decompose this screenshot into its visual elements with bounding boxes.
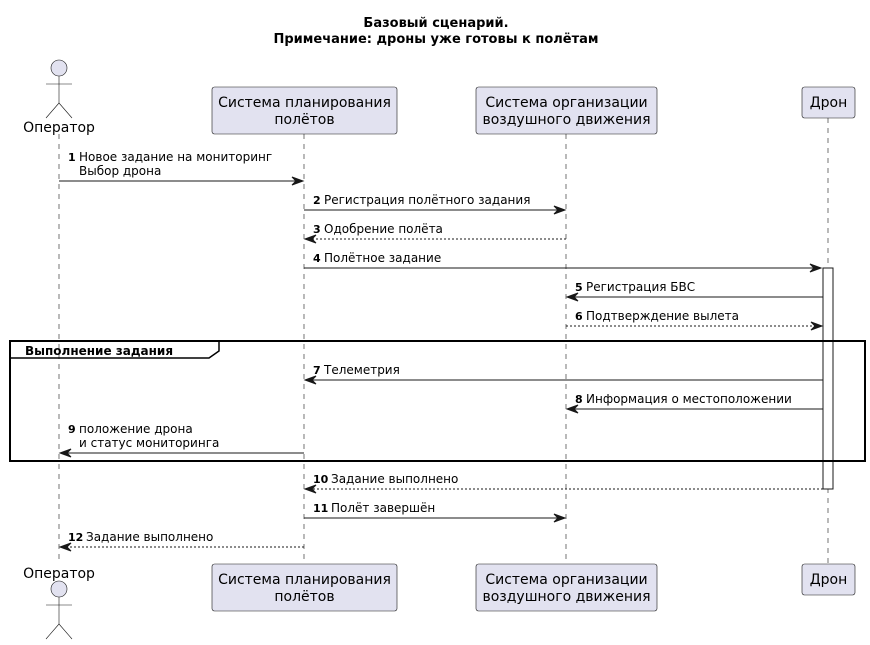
participant-label: Дрон: [810, 95, 848, 111]
activation-bar-drone: [822, 267, 834, 490]
message-label: Полёт завершён: [331, 501, 435, 515]
participant-box: [211, 563, 398, 612]
message-arrowhead: [58, 448, 72, 458]
message-label: Задание выполнено: [331, 472, 458, 486]
actor-head: [50, 580, 68, 598]
message-label: Новое задание на мониторинг: [79, 150, 272, 164]
message-number: 1: [68, 151, 76, 164]
participant-operator-top: Оператор: [23, 59, 95, 136]
fragment-frame: [9, 340, 866, 462]
message-label: Подтверждение вылета: [586, 309, 739, 323]
message-number: 12: [68, 531, 83, 544]
participant-drone-bottom: Дрон: [801, 563, 856, 596]
message-arrowhead: [565, 404, 579, 414]
message-number: 7: [313, 364, 321, 377]
message-arrowhead: [303, 484, 317, 494]
participant-box: [801, 563, 856, 596]
message-arrowhead: [810, 321, 824, 331]
title-line: Базовый сценарий.: [363, 16, 508, 31]
message-label: Выбор дрона: [79, 164, 161, 178]
actor-leg-left: [45, 102, 60, 119]
message-number: 9: [68, 423, 76, 436]
participant-box: [475, 563, 658, 612]
diagram-title: Базовый сценарий.Примечание: дроны уже г…: [273, 16, 598, 47]
message-label: Информация о местоположении: [586, 392, 792, 406]
message-arrowhead: [291, 176, 305, 186]
message-label: и статус мониторинга: [79, 436, 219, 450]
participant-box: [475, 86, 658, 135]
message-arrowhead: [565, 292, 579, 302]
message-number: 5: [575, 281, 583, 294]
message-label: Задание выполнено: [86, 530, 213, 544]
message-number: 11: [313, 502, 328, 515]
title-line: Примечание: дроны уже готовы к полётам: [273, 32, 598, 47]
participant-label: воздушного движения: [482, 589, 650, 605]
message-label: Одобрение полёта: [324, 222, 443, 236]
participant-label: полётов: [274, 112, 334, 128]
message-number: 4: [313, 252, 321, 265]
participant-label: полётов: [274, 589, 334, 605]
message-label: Телеметрия: [323, 363, 400, 377]
message-arrowhead: [553, 205, 567, 215]
participant-label: Оператор: [23, 120, 95, 136]
participant-label: Система планирования: [218, 572, 391, 588]
fragment-group: Выполнение задания: [9, 340, 866, 462]
participant-label: Система планирования: [218, 95, 391, 111]
actor-leg-right: [58, 102, 73, 119]
participant-label: Система организации: [485, 572, 647, 588]
message-label: положение дрона: [79, 422, 193, 436]
activations: [822, 267, 834, 490]
message-number: 8: [575, 393, 583, 406]
participant-label: Дрон: [810, 572, 848, 588]
message-arrowhead: [303, 375, 317, 385]
actor-leg-left: [45, 623, 60, 640]
participant-label: воздушного движения: [482, 112, 650, 128]
fragment-label-tab: [10, 340, 220, 359]
message-number: 2: [313, 194, 321, 207]
participant-drone-top: Дрон: [801, 86, 856, 119]
message-arrowhead: [809, 263, 823, 273]
participant-label: Оператор: [23, 566, 95, 582]
participant-operator-bottom: Оператор: [23, 566, 95, 640]
actor-leg-right: [58, 623, 73, 640]
participant-label: Система организации: [485, 95, 647, 111]
participant-box: [801, 86, 856, 119]
fragment-label: Выполнение задания: [25, 344, 173, 358]
message-number: 3: [313, 223, 321, 236]
message-label: Регистрация полётного задания: [324, 193, 530, 207]
message-number: 10: [313, 473, 329, 486]
message-label: Полётное задание: [324, 251, 441, 265]
message-arrowhead: [58, 542, 72, 552]
participant-box: [211, 86, 398, 135]
message-number: 6: [575, 310, 583, 323]
message-label: Регистрация БВС: [586, 280, 695, 294]
actor-head: [50, 59, 68, 77]
message-arrowhead: [553, 513, 567, 523]
message-arrowhead: [303, 234, 317, 244]
